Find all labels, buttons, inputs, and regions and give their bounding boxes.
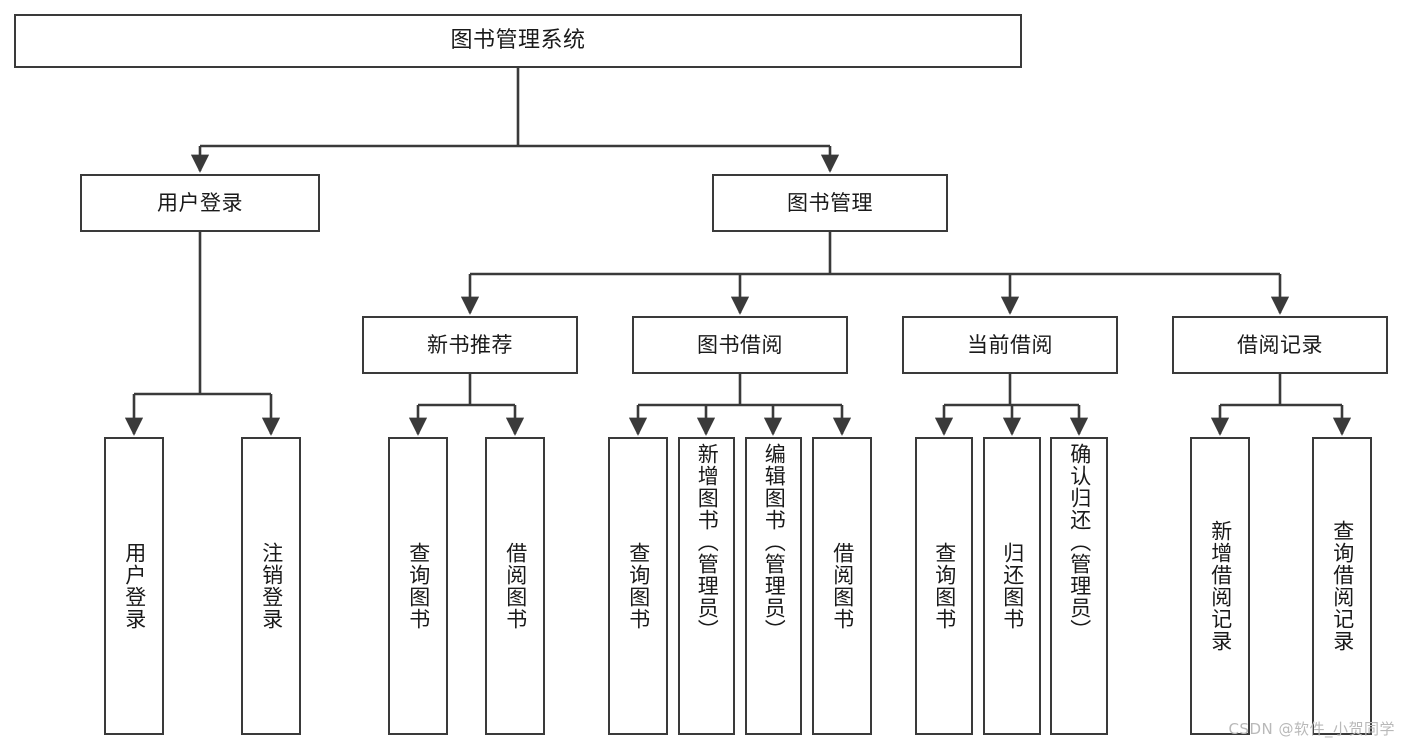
node-label: 查询借阅记录 (1330, 520, 1355, 652)
node-label: 图书借阅 (697, 332, 783, 357)
node-book-manage[interactable]: 图书管理 (712, 174, 948, 232)
node-user-login[interactable]: 用户登录 (80, 174, 320, 232)
node-leaf-query-record[interactable]: 查询借阅记录 (1312, 437, 1372, 735)
node-leaf-user-logout[interactable]: 注销登录 (241, 437, 301, 735)
node-current-borrow[interactable]: 当前借阅 (902, 316, 1118, 374)
node-leaf-add-book[interactable]: 新增图书（管理员） (678, 437, 735, 735)
node-label: 新增图书（管理员） (695, 443, 720, 641)
node-book-borrow[interactable]: 图书借阅 (632, 316, 848, 374)
node-label: 确认归还（管理员） (1067, 443, 1092, 641)
node-leaf-return-book[interactable]: 归还图书 (983, 437, 1041, 735)
node-leaf-edit-book[interactable]: 编辑图书（管理员） (745, 437, 802, 735)
node-leaf-borrow-book-2[interactable]: 借阅图书 (812, 437, 872, 735)
node-leaf-borrow-book-1[interactable]: 借阅图书 (485, 437, 545, 735)
node-root[interactable]: 图书管理系统 (14, 14, 1022, 68)
node-leaf-confirm-return[interactable]: 确认归还（管理员） (1050, 437, 1108, 735)
node-leaf-query-book-2[interactable]: 查询图书 (608, 437, 668, 735)
node-label: 借阅图书 (503, 542, 528, 630)
node-label: 用户登录 (157, 190, 243, 215)
node-leaf-query-book-3[interactable]: 查询图书 (915, 437, 973, 735)
node-label: 查询图书 (406, 542, 431, 630)
node-label: 新增借阅记录 (1208, 520, 1233, 652)
node-label: 归还图书 (1000, 542, 1025, 630)
node-label: 查询图书 (626, 542, 651, 630)
node-leaf-add-record[interactable]: 新增借阅记录 (1190, 437, 1250, 735)
node-label: 借阅记录 (1237, 332, 1323, 357)
node-label: 图书管理 (787, 190, 873, 215)
node-label: 编辑图书（管理员） (762, 443, 787, 641)
node-label: 借阅图书 (830, 542, 855, 630)
node-leaf-query-book-1[interactable]: 查询图书 (388, 437, 448, 735)
node-label: 查询图书 (932, 542, 957, 630)
watermark: CSDN @软件_小贺同学 (1228, 720, 1395, 738)
node-label: 当前借阅 (967, 332, 1053, 357)
node-label: 新书推荐 (427, 332, 513, 357)
node-leaf-user-login[interactable]: 用户登录 (104, 437, 164, 735)
node-label: 图书管理系统 (450, 28, 586, 53)
node-label: 注销登录 (259, 542, 284, 630)
node-new-book-rec[interactable]: 新书推荐 (362, 316, 578, 374)
node-label: 用户登录 (122, 542, 147, 630)
node-borrow-record[interactable]: 借阅记录 (1172, 316, 1388, 374)
